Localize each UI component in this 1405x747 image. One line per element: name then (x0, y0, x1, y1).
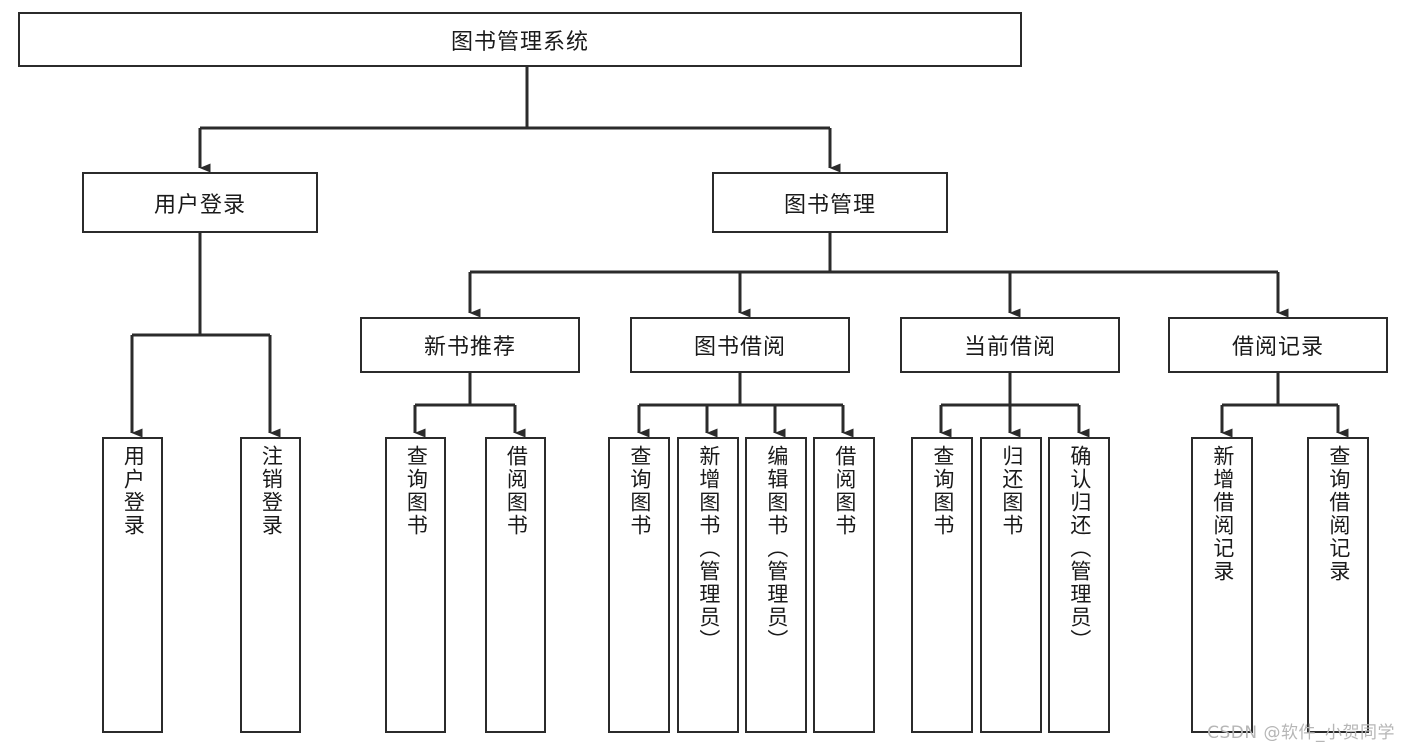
leaf-edit-book-admin[interactable]: 编辑图书（管理员） (745, 437, 807, 733)
node-root-label: 图书管理系统 (450, 29, 589, 55)
watermark: CSDN @软件_小贺同学 (1207, 723, 1395, 743)
leaf-edit-book-admin-label: 编辑图书（管理员） (764, 445, 789, 652)
leaf-query-book-borrow-label: 查询图书 (627, 445, 652, 537)
leaf-logout-label: 注销登录 (259, 445, 284, 537)
leaf-user-login-label: 用户登录 (121, 445, 146, 537)
leaf-query-book-newbook[interactable]: 查询图书 (385, 437, 446, 733)
node-root[interactable]: 图书管理系统 (18, 12, 1022, 67)
leaf-add-book-admin-label: 新增图书（管理员） (696, 445, 721, 652)
leaf-return-book[interactable]: 归还图书 (980, 437, 1042, 733)
node-user-login-label: 用户登录 (153, 192, 246, 218)
node-new-book-recommend-label: 新书推荐 (423, 335, 516, 360)
node-borrow-record-label: 借阅记录 (1231, 335, 1324, 360)
leaf-add-borrow-record-label: 新增借阅记录 (1210, 445, 1235, 583)
node-current-borrow[interactable]: 当前借阅 (900, 317, 1120, 373)
leaf-confirm-return-admin[interactable]: 确认归还（管理员） (1048, 437, 1110, 733)
leaf-add-book-admin[interactable]: 新增图书（管理员） (677, 437, 739, 733)
leaf-logout[interactable]: 注销登录 (240, 437, 301, 733)
leaf-query-book-newbook-label: 查询图书 (404, 445, 429, 537)
leaf-query-borrow-record-label: 查询借阅记录 (1326, 445, 1351, 583)
leaf-query-book-current[interactable]: 查询图书 (911, 437, 973, 733)
leaf-confirm-return-admin-label: 确认归还（管理员） (1067, 445, 1092, 652)
leaf-borrow-book-newbook[interactable]: 借阅图书 (485, 437, 546, 733)
node-borrow-record[interactable]: 借阅记录 (1168, 317, 1388, 373)
leaf-borrow-book[interactable]: 借阅图书 (813, 437, 875, 733)
node-current-borrow-label: 当前借阅 (963, 335, 1056, 360)
node-user-login[interactable]: 用户登录 (82, 172, 318, 233)
leaf-return-book-label: 归还图书 (999, 445, 1024, 537)
leaf-borrow-book-newbook-label: 借阅图书 (504, 445, 529, 537)
leaf-user-login[interactable]: 用户登录 (102, 437, 163, 733)
node-new-book-recommend[interactable]: 新书推荐 (360, 317, 580, 373)
node-book-management[interactable]: 图书管理 (712, 172, 948, 233)
leaf-add-borrow-record[interactable]: 新增借阅记录 (1191, 437, 1253, 733)
leaf-query-book-current-label: 查询图书 (930, 445, 955, 537)
leaf-borrow-book-label: 借阅图书 (832, 445, 857, 537)
leaf-query-book-borrow[interactable]: 查询图书 (608, 437, 670, 733)
node-book-borrow-label: 图书借阅 (693, 335, 786, 360)
node-book-management-label: 图书管理 (783, 192, 876, 218)
node-book-borrow[interactable]: 图书借阅 (630, 317, 850, 373)
leaf-query-borrow-record[interactable]: 查询借阅记录 (1307, 437, 1369, 733)
